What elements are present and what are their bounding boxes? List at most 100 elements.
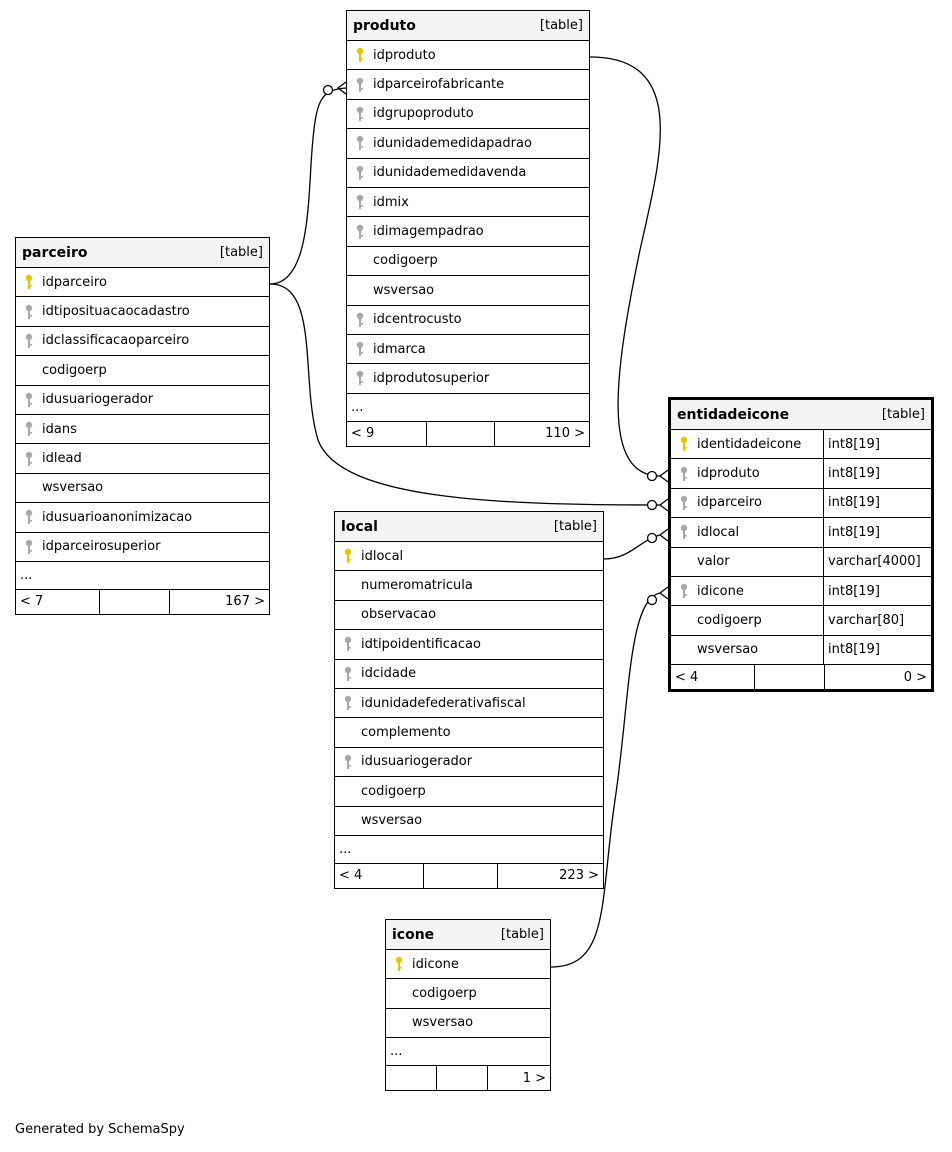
column-row[interactable]: idlead	[16, 444, 269, 474]
column-row[interactable]: idcentrocusto	[347, 306, 589, 335]
parents-count[interactable]: < 4	[335, 863, 424, 888]
column-row[interactable]: idproduto int8[19]	[671, 459, 931, 489]
column-name: numeromatricula	[361, 578, 473, 594]
table-type: [table]	[553, 519, 597, 534]
children-count[interactable]: 0 >	[903, 669, 927, 685]
column-name: idunidademedidavenda	[373, 165, 527, 181]
column-name-cell: idgrupoproduto	[347, 100, 589, 128]
column-name-cell: idproduto	[347, 41, 589, 69]
column-row[interactable]: idparceirofabricante	[347, 70, 589, 100]
column-row[interactable]: idprodutosuperior	[347, 364, 589, 394]
column-row[interactable]: codigoerp	[16, 356, 269, 386]
column-row[interactable]: idclassificacaoparceiro	[16, 327, 269, 357]
foreign-key-icon	[22, 537, 36, 557]
column-row[interactable]: codigoerp	[335, 777, 603, 807]
column-name: idproduto	[697, 466, 760, 482]
parents-count[interactable]: < 9	[347, 421, 427, 446]
column-row[interactable]: wsversao	[386, 1009, 550, 1039]
column-name: codigoerp	[361, 783, 426, 799]
column-row[interactable]: idlocal	[335, 542, 603, 572]
children-count[interactable]: 110 >	[545, 426, 585, 442]
footer-middle	[755, 665, 825, 690]
column-row[interactable]: numeromatricula	[335, 571, 603, 601]
column-name: idusuarioanonimizacao	[42, 509, 193, 525]
crowsfoot-marker	[658, 469, 669, 483]
column-row[interactable]: idtiposituacaocadastro	[16, 297, 269, 327]
column-row[interactable]: idparceirosuperior	[16, 533, 269, 562]
column-row[interactable]: idmarca	[347, 335, 589, 365]
column-row[interactable]: idusuariogerador	[16, 386, 269, 415]
column-name-cell: codigoerp	[386, 979, 550, 1007]
column-name-cell: wsversao	[386, 1009, 550, 1037]
table-footer: < 9 110 >	[347, 421, 589, 446]
foreign-key-icon	[22, 390, 36, 410]
children-count[interactable]: 1 >	[522, 1070, 546, 1086]
column-name: idclassificacaoparceiro	[42, 333, 190, 349]
column-row[interactable]: complemento	[335, 718, 603, 748]
column-row[interactable]: idimagempadrao	[347, 217, 589, 247]
children-count[interactable]: 223 >	[559, 868, 599, 884]
column-row[interactable]: wsversao	[347, 276, 589, 306]
column-row[interactable]: idicone	[386, 950, 550, 980]
table-footer: < 4 0 >	[671, 665, 931, 690]
column-row[interactable]: idparceiro	[16, 268, 269, 298]
column-name: codigoerp	[373, 253, 438, 269]
column-name-cell: wsversao	[671, 636, 823, 664]
column-row[interactable]: codigoerp	[347, 247, 589, 277]
column-name-cell: idprodutosuperior	[347, 364, 589, 392]
column-row[interactable]: idunidademedidapadrao	[347, 129, 589, 159]
column-name: codigoerp	[412, 986, 477, 1002]
table-footer: < 7 167 >	[16, 589, 269, 614]
column-row[interactable]: idans	[16, 415, 269, 445]
foreign-key-icon	[341, 664, 355, 684]
foreign-key-icon	[353, 75, 367, 95]
column-row[interactable]: idmix	[347, 188, 589, 218]
column-row[interactable]: idcidade	[335, 660, 603, 689]
column-name-cell: wsversao	[335, 807, 603, 835]
column-row[interactable]: observacao	[335, 601, 603, 631]
table-type: [table]	[219, 245, 263, 260]
column-name: idicone	[412, 956, 459, 972]
column-row[interactable]: idusuarioanonimizacao	[16, 503, 269, 533]
children-count[interactable]: 167 >	[225, 594, 265, 610]
column-name-cell: idcentrocusto	[347, 306, 589, 334]
column-row[interactable]: idunidadefederativafiscal	[335, 689, 603, 719]
column-name-cell: codigoerp	[671, 606, 823, 634]
column-row[interactable]: idunidademedidavenda	[347, 159, 589, 188]
column-name: idparceirofabricante	[373, 77, 505, 93]
column-row[interactable]: idusuariogerador	[335, 748, 603, 778]
column-row[interactable]: wsversao	[16, 474, 269, 504]
parents-count[interactable]: < 4	[671, 665, 755, 690]
foreign-key-icon	[22, 302, 36, 322]
optional-marker	[646, 594, 658, 606]
foreign-key-icon	[353, 192, 367, 212]
column-row[interactable]: idtipoidentificacao	[335, 630, 603, 660]
column-name-cell: idunidademedidavenda	[347, 159, 589, 187]
column-type: int8[19]	[823, 635, 931, 665]
optional-marker	[646, 470, 658, 482]
column-row[interactable]: idproduto	[347, 41, 589, 71]
column-row[interactable]: idgrupoproduto	[347, 100, 589, 130]
more-columns-ellipsis: ...	[386, 1038, 550, 1067]
column-row[interactable]: wsversao	[335, 807, 603, 836]
parents-count[interactable]	[386, 1066, 437, 1091]
column-row[interactable]: codigoerp	[386, 979, 550, 1009]
table-local[interactable]: local [table] idlocal numeromatricula obse…	[334, 511, 604, 889]
column-name-cell: idusuarioanonimizacao	[16, 503, 269, 531]
column-name-cell: idtiposituacaocadastro	[16, 297, 269, 325]
column-name-cell: codigoerp	[335, 777, 603, 805]
table-name: local	[341, 518, 378, 535]
parents-count[interactable]: < 7	[16, 589, 100, 614]
column-type: int8[19]	[823, 459, 931, 488]
